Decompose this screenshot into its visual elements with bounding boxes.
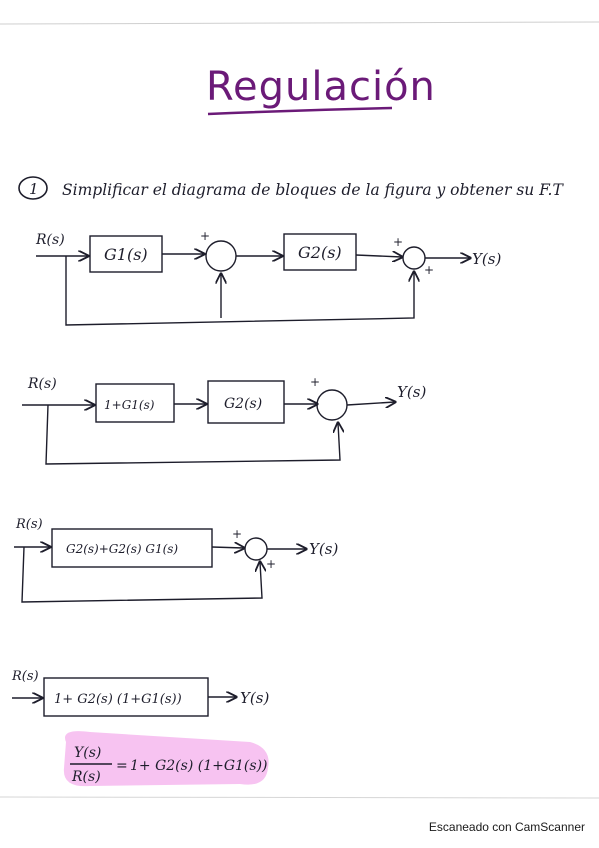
d1-sum1-sign: + (200, 229, 210, 243)
d3-sum-sign-bottom: + (266, 557, 276, 571)
d1-block1-label: G1(s) (104, 245, 148, 264)
sheet-top-edge (0, 21, 599, 25)
page-title: Regulación (206, 64, 436, 110)
result-denominator: R(s) (71, 769, 101, 785)
result-highlight (63, 731, 269, 787)
result-expression: 1+ G2(s) (1+G1(s)) (130, 758, 268, 774)
d4-output-label: Y(s) (240, 689, 269, 707)
d2-input-label: R(s) (27, 376, 57, 392)
d3-block-label: G2(s)+G2(s) G1(s) (66, 542, 178, 556)
d4-input-label: R(s) (11, 669, 39, 684)
d1-output-label: Y(s) (472, 250, 501, 268)
scanner-watermark: Escaneado con CamScanner (428, 820, 585, 834)
d2-block1-label: 1+G1(s) (104, 398, 155, 412)
d3-input-label: R(s) (15, 517, 43, 532)
d3-sum-sign-top: + (232, 527, 242, 541)
exercise-number-circle (18, 176, 48, 200)
result-numerator: Y(s) (74, 745, 101, 761)
d2-block2-label: G2(s) (224, 396, 262, 412)
exercise-statement: Simplificar el diagrama de bloques de la… (62, 181, 564, 199)
block-combined (51, 528, 213, 568)
exercise-number: 1 (29, 180, 39, 198)
diagram-4 (12, 677, 236, 717)
result-equals: = (116, 758, 128, 774)
d3-output-label: Y(s) (309, 540, 338, 558)
summing-junction (244, 537, 268, 561)
sheet-bottom-edge (0, 796, 599, 799)
block-g2 (207, 380, 285, 424)
summing-junction-1 (205, 240, 237, 272)
d4-block-label: 1+ G2(s) (1+G1(s)) (54, 692, 182, 707)
d1-sum2-sign-bottom: + (424, 263, 434, 277)
title-underline (207, 106, 393, 116)
diagram-1 (36, 233, 470, 326)
summing-junction (316, 389, 348, 421)
summing-junction-2 (402, 246, 426, 270)
d1-block2-label: G2(s) (298, 243, 342, 262)
block-g2 (283, 233, 357, 271)
d2-output-label: Y(s) (397, 383, 426, 401)
d1-sum2-sign-top: + (393, 235, 403, 249)
diagram-2 (22, 380, 395, 465)
d1-input-label: R(s) (35, 232, 65, 248)
block-1-plus-g1 (95, 383, 175, 423)
diagram-3 (14, 528, 306, 603)
d2-sum-sign: + (310, 375, 320, 389)
